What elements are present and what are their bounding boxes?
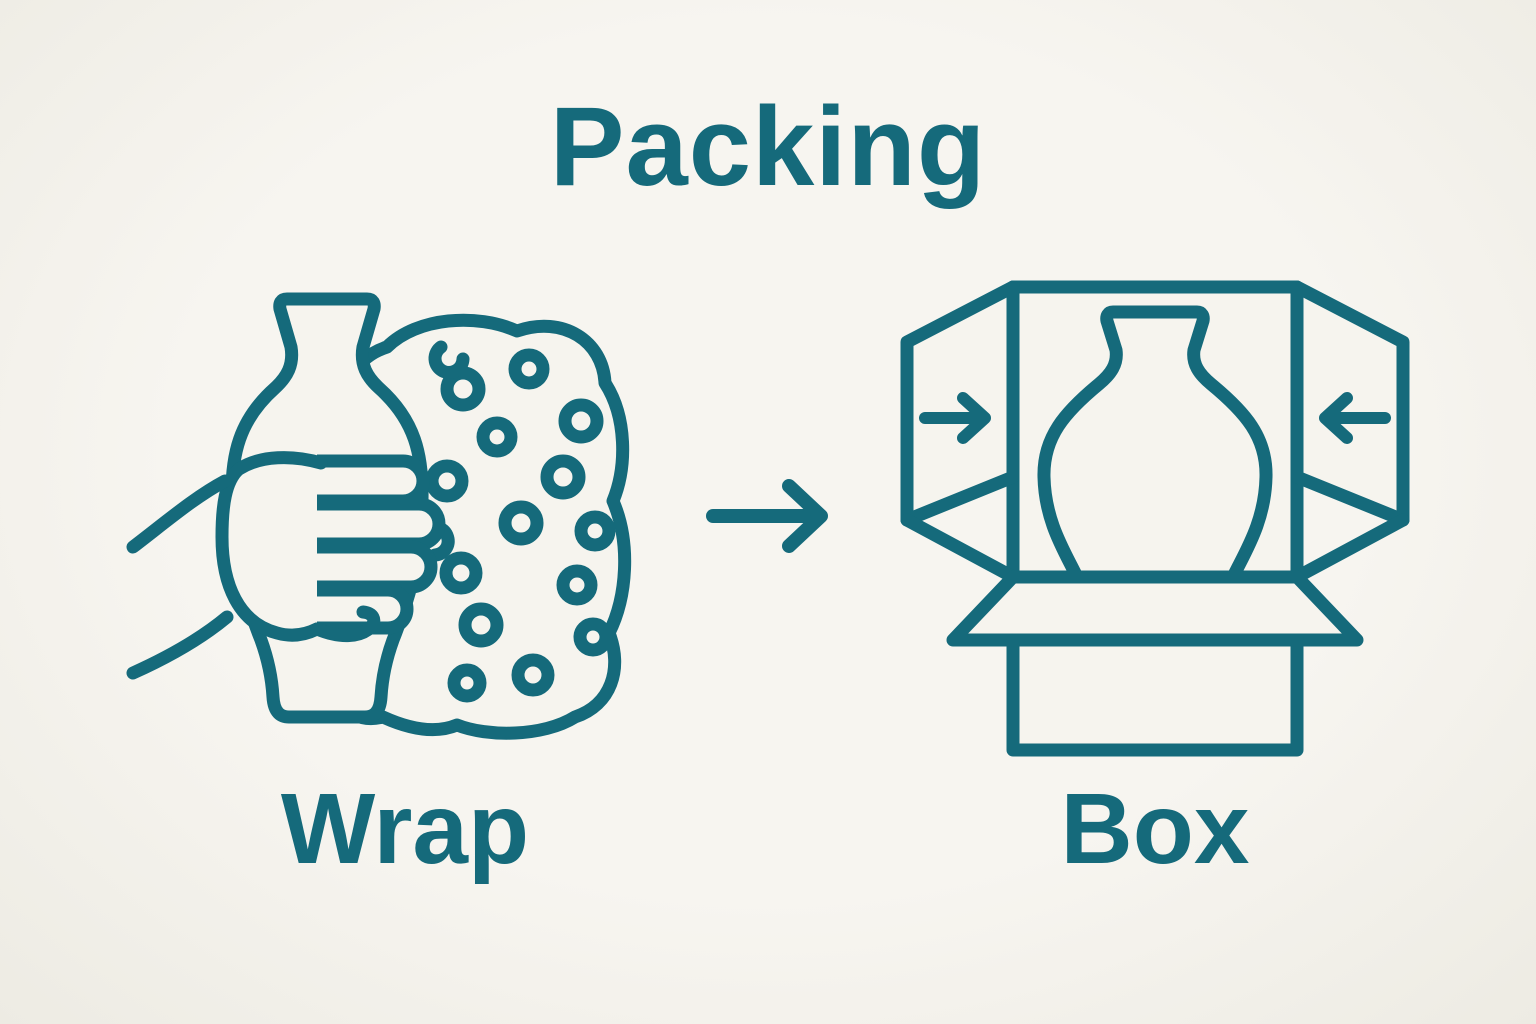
hand-wrapping-vase-in-bubble-wrap-icon (126, 292, 632, 740)
box-left-flap (900, 280, 1020, 527)
box-step-label: Box (1060, 773, 1250, 885)
arm-line-top (126, 474, 232, 554)
inward-arrow-right-icon (1319, 392, 1391, 444)
inward-arrow-left-icon (919, 392, 991, 444)
arm-line-bottom (126, 610, 234, 680)
bubble-wrap-bubbles (420, 340, 616, 703)
box-front-panel (1006, 633, 1304, 757)
box-front-flap (946, 570, 1364, 647)
page-title: Packing (549, 84, 987, 209)
wrap-step-label: Wrap (280, 773, 530, 885)
step-connector (705, 468, 840, 563)
right-arrow-icon (706, 479, 828, 553)
wrap-step-figure (125, 285, 645, 745)
vase-inside-open-box-icon (900, 280, 1410, 757)
gripping-hand (126, 451, 446, 680)
box-right-flap (1290, 280, 1410, 527)
box-step-figure (895, 272, 1415, 757)
